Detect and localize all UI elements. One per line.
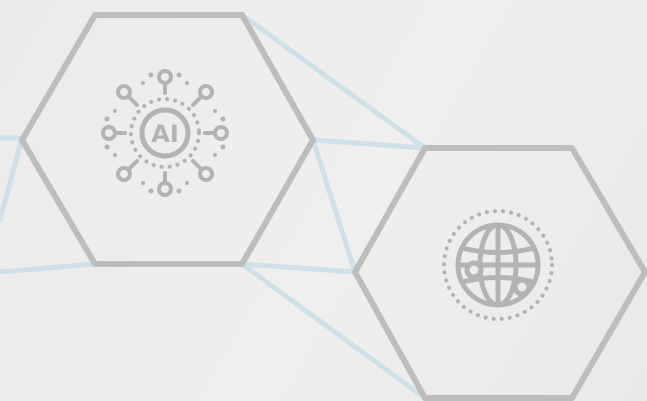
globe-network-icon [442,209,554,321]
globe-hexagon [352,145,647,401]
connector-line [0,261,98,275]
ai-hexagon [19,12,316,267]
connector-line [310,137,428,151]
connector-line [239,261,358,275]
connector-line [310,137,358,275]
connector-lines [0,12,428,401]
ai-icon-label: AI [151,120,179,148]
connector-line [239,261,428,401]
ai-chip-network-icon: AI [101,69,229,197]
connector-line [239,12,428,151]
connector-line [0,135,25,223]
